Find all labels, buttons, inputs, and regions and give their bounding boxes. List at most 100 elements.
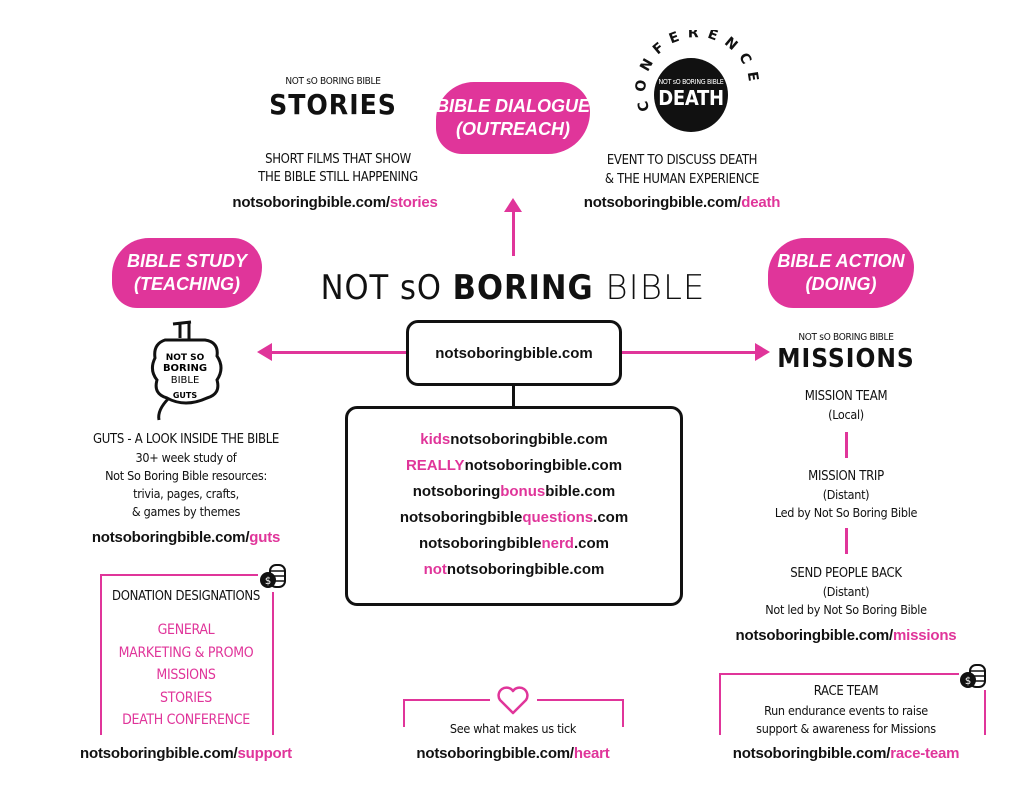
- race-team-link[interactable]: notsoboringbible.com/race-team: [733, 745, 960, 762]
- domain-part: notsoboringbible.com: [446, 561, 605, 578]
- domain-part: notsoboringbible: [418, 535, 542, 552]
- domain-part: notsoboringbible.com: [450, 431, 608, 448]
- domain-part: notsoboring: [412, 483, 501, 500]
- bible-study-badge: BIBLE STUDY (TEACHING): [112, 238, 262, 308]
- url-base: notsoboringbible.com/: [732, 745, 891, 762]
- stories-desc-1: SHORT FILMS THAT SHOW: [265, 152, 411, 167]
- domain-part: .com: [593, 509, 629, 526]
- missions-link[interactable]: notsoboringbible.com/missions: [736, 627, 957, 644]
- death-link[interactable]: notsoboringbible.com/death: [583, 194, 781, 211]
- domain-link[interactable]: notsoboringbiblenerd.com: [348, 535, 680, 561]
- url-base: notsoboringbible.com/: [583, 194, 742, 211]
- svg-text:GUTS: GUTS: [173, 391, 198, 400]
- missions-logo: MISSIONS: [777, 344, 915, 374]
- title-post: BIBLE: [593, 268, 706, 308]
- heart-link[interactable]: notsoboringbible.com/heart: [416, 745, 609, 762]
- url-base: notsoboringbible.com/: [232, 194, 390, 211]
- heart-frame-right-drop: [622, 699, 624, 727]
- badge-line-2: (TEACHING): [134, 274, 240, 294]
- domain-part: .com: [573, 535, 609, 552]
- domain-link[interactable]: notnotsoboringbible.com: [348, 561, 680, 587]
- url-path: heart: [573, 745, 610, 762]
- donation-item: MARKETING & PROMO: [118, 644, 254, 661]
- bible-action-badge: BIBLE ACTION (DOING): [768, 238, 914, 308]
- guts-line: 30+ week study of: [135, 450, 237, 465]
- url-base: notsoboringbible.com/: [91, 529, 250, 546]
- send-back-sub: (Distant): [822, 584, 870, 599]
- arrow-left-shaft: [270, 351, 406, 354]
- heart-icon: [497, 686, 529, 715]
- title-pre: NOT sO: [320, 268, 453, 308]
- race-line: support & awareness for Missions: [756, 721, 936, 736]
- svg-text:NOT SO: NOT SO: [166, 353, 205, 363]
- send-back-note: Not led by Not So Boring Bible: [765, 602, 927, 617]
- death-logo-small: NOT sO BORING BIBLE: [658, 78, 724, 86]
- main-site-box: notsoboringbible.com: [406, 320, 622, 386]
- death-logo: NOT sO BORING BIBLE DEATH: [654, 58, 728, 132]
- url-base: notsoboringbible.com/: [735, 627, 894, 644]
- donation-frame-right: [272, 592, 274, 735]
- guts-heading: GUTS - A LOOK INSIDE THE BIBLE: [92, 432, 280, 447]
- heart-frame-right: [537, 699, 624, 701]
- mission-trip-sub: (Distant): [822, 487, 870, 502]
- stories-logo: STORIES: [269, 88, 397, 121]
- mission-trip-title: MISSION TRIP: [808, 469, 884, 484]
- domain-part: questions: [522, 509, 594, 526]
- svg-text:BORING: BORING: [163, 363, 207, 374]
- donation-item: GENERAL: [157, 622, 215, 638]
- badge-line-1: BIBLE DIALOGUE: [436, 96, 591, 116]
- svg-text:$: $: [265, 576, 271, 587]
- domain-part: REALLY: [405, 457, 465, 474]
- svg-text:CONFERENCE: CONFERENCE: [633, 30, 760, 113]
- donation-heading: DONATION DESIGNATIONS: [112, 589, 260, 604]
- race-line: Run endurance events to raise: [764, 703, 928, 718]
- url-base: notsoboringbible.com/: [80, 745, 238, 762]
- page-title: NOT sO BORING BIBLE: [321, 268, 706, 308]
- domain-link[interactable]: notsoboringbonusbible.com: [348, 483, 680, 509]
- missions-divider: [845, 432, 848, 458]
- arrow-right-shaft: [622, 351, 756, 354]
- race-heading: RACE TEAM: [813, 684, 879, 699]
- domain-part: not: [423, 561, 447, 578]
- stories-desc-2: THE BIBLE STILL HAPPENING: [258, 170, 418, 185]
- badge-line-2: (DOING): [805, 274, 877, 294]
- url-path: guts: [249, 529, 281, 546]
- stories-link[interactable]: notsoboringbible.com/stories: [232, 194, 437, 211]
- main-site-link[interactable]: notsoboringbible.com: [435, 344, 593, 362]
- domain-link[interactable]: kidsnotsoboringbible.com: [348, 431, 680, 457]
- domain-part: nerd: [541, 535, 574, 552]
- svg-text:BIBLE: BIBLE: [171, 375, 200, 386]
- race-frame-left: [719, 673, 721, 735]
- domain-link[interactable]: REALLYnotsoboringbible.com: [348, 457, 680, 483]
- arrow-left-icon: [257, 343, 272, 361]
- send-back-title: SEND PEOPLE BACK: [790, 566, 902, 581]
- arrow-right-icon: [755, 343, 770, 361]
- stories-logo-small: NOT sO BORING BIBLE: [285, 76, 381, 87]
- heart-frame-left-drop: [403, 699, 405, 727]
- title-bold: BORING: [452, 268, 594, 308]
- url-path: stories: [389, 194, 438, 211]
- conference-ring-text: CONFERENCE: [633, 30, 760, 113]
- mission-team-sub: (Local): [828, 407, 864, 422]
- url-path: death: [741, 194, 781, 211]
- guts-line: & games by themes: [131, 504, 241, 519]
- connector-line: [512, 386, 515, 408]
- missions-logo-small: NOT sO BORING BIBLE: [798, 332, 894, 343]
- domain-part: notsoboringbible.com: [464, 457, 623, 474]
- url-base: notsoboringbible.com/: [416, 745, 574, 762]
- guts-logo: NOT SO BORING BIBLE GUTS: [150, 320, 223, 421]
- race-frame-top: [719, 673, 959, 675]
- domain-link[interactable]: notsoboringbiblequestions.com: [348, 509, 680, 535]
- mission-trip-note: Led by Not So Boring Bible: [774, 505, 918, 520]
- support-link[interactable]: notsoboringbible.com/support: [80, 745, 292, 762]
- mission-team-title: MISSION TEAM: [804, 389, 888, 404]
- guts-link[interactable]: notsoboringbible.com/guts: [91, 529, 281, 546]
- heart-text: See what makes us tick: [449, 721, 577, 736]
- domain-part: notsoboringbible: [399, 509, 523, 526]
- coins-icon: $: [960, 664, 986, 688]
- arrow-up-icon: [504, 198, 522, 212]
- race-frame-right: [984, 690, 986, 735]
